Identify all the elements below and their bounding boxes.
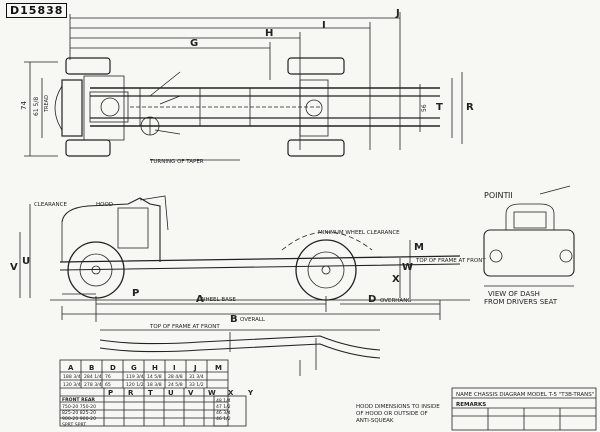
table-cell: 750-20 750-20 bbox=[62, 404, 96, 410]
overall-label: OVERALL bbox=[240, 317, 266, 323]
table-cell: 284 1/4 bbox=[84, 374, 102, 380]
dim-i: I bbox=[322, 20, 326, 31]
front-dim: 74 bbox=[20, 101, 28, 110]
table-header: I bbox=[173, 364, 176, 372]
title-block-name: NAME CHASSIS DIAGRAM MODEL T-5 "T3B-TRAN… bbox=[456, 392, 594, 398]
table-header: U bbox=[168, 389, 174, 397]
dim-d: D bbox=[368, 294, 376, 305]
view-caption-2: FROM DRIVERS SEAT bbox=[484, 298, 558, 306]
table-header: H bbox=[152, 364, 158, 372]
hood-note-1: HOOD DIMENSIONS TO INSIDE bbox=[356, 404, 440, 410]
dim-j: J bbox=[395, 8, 400, 19]
dim-x: X bbox=[392, 274, 400, 285]
dim-r: R bbox=[466, 102, 474, 113]
dim-g: G bbox=[190, 38, 198, 49]
width-dim: 61 5/8 bbox=[33, 97, 40, 116]
wheel-base-label: WHEEL BASE bbox=[200, 297, 236, 303]
table-cell: 46 3/4 bbox=[216, 410, 231, 416]
turning-label: TURNING OF TAPER bbox=[149, 159, 204, 165]
top-frame-rear-label: TOP OF FRAME AT FRONT bbox=[415, 258, 486, 264]
hood-note-2: OF HOOD OR OUTSIDE OF bbox=[356, 411, 428, 417]
table-cell: 33 1/2 bbox=[189, 382, 204, 388]
table-cell: 14 5/8 bbox=[147, 374, 162, 380]
dim-u: U bbox=[22, 256, 30, 267]
hood-label: HOOD bbox=[96, 202, 113, 208]
table-cell: 46 1/2 bbox=[216, 416, 231, 422]
table-front-label: FRONT REAR bbox=[62, 397, 95, 403]
table-cell: 76 bbox=[105, 374, 111, 380]
drawing-number: D15838 bbox=[6, 3, 68, 18]
view-caption-1: VIEW OF DASH bbox=[488, 290, 540, 298]
dim-t: T bbox=[436, 102, 443, 113]
dim-v: V bbox=[10, 262, 18, 273]
top-frame-label: TOP OF FRAME AT FRONT bbox=[149, 324, 220, 330]
overhang-label: OVERHANG bbox=[380, 298, 412, 304]
table-cell: 278 3/4 bbox=[84, 382, 102, 388]
tread-label: TREAD bbox=[44, 95, 50, 113]
table-cell: 120 1/2 bbox=[126, 382, 144, 388]
table-cell: 18 3/8 bbox=[147, 382, 162, 388]
table-cell: 188 3/4 bbox=[63, 374, 81, 380]
clearance-label: CLEARANCE bbox=[34, 202, 67, 208]
remarks-label: REMARKS bbox=[456, 402, 486, 408]
table-cell: 119 3/4 bbox=[126, 374, 144, 380]
hood-note-3: ANTI-SQUEAK bbox=[356, 418, 394, 424]
table-cell: 24 5/8 bbox=[168, 382, 183, 388]
rear-tread: 56 bbox=[421, 104, 428, 112]
dim-a: A bbox=[196, 294, 204, 305]
table-cell: 47 1/2 bbox=[216, 404, 231, 410]
table-header: J bbox=[193, 364, 197, 372]
table-header: T bbox=[148, 389, 153, 397]
table-header: Y bbox=[247, 389, 254, 397]
dim-w: W bbox=[402, 262, 413, 273]
table-header: D bbox=[110, 364, 116, 372]
table-header: G bbox=[131, 364, 137, 372]
table-cell: 130 3/4 bbox=[63, 382, 81, 388]
point-numeral: II bbox=[508, 191, 513, 200]
table-cell: SPRT SPRT bbox=[62, 422, 86, 428]
point-label: POINT bbox=[484, 191, 508, 200]
table-header: P bbox=[108, 389, 113, 397]
table-header: V bbox=[188, 389, 194, 397]
min-clearance-label: MINIMUM WHEEL CLEARANCE bbox=[318, 230, 400, 236]
table-header: B bbox=[89, 364, 94, 372]
table-cell: 28 4/8 bbox=[168, 374, 183, 380]
dim-b: B bbox=[230, 314, 238, 325]
table-cell: 65 bbox=[105, 382, 111, 388]
dim-h: H bbox=[265, 28, 273, 39]
table-cell: 900-20 900-20 bbox=[62, 416, 96, 422]
table-header: R bbox=[128, 389, 134, 397]
table-header: A bbox=[68, 364, 74, 372]
table-cell: 825-20 825-20 bbox=[62, 410, 96, 416]
table-header: X bbox=[228, 389, 234, 397]
table-header: M bbox=[215, 364, 222, 372]
dim-m: M bbox=[414, 242, 424, 253]
table-header: W bbox=[208, 389, 216, 397]
dim-p: P bbox=[132, 288, 139, 299]
table-cell: 48 1/4 bbox=[216, 398, 231, 404]
table-cell: 31 3/4 bbox=[189, 374, 204, 380]
